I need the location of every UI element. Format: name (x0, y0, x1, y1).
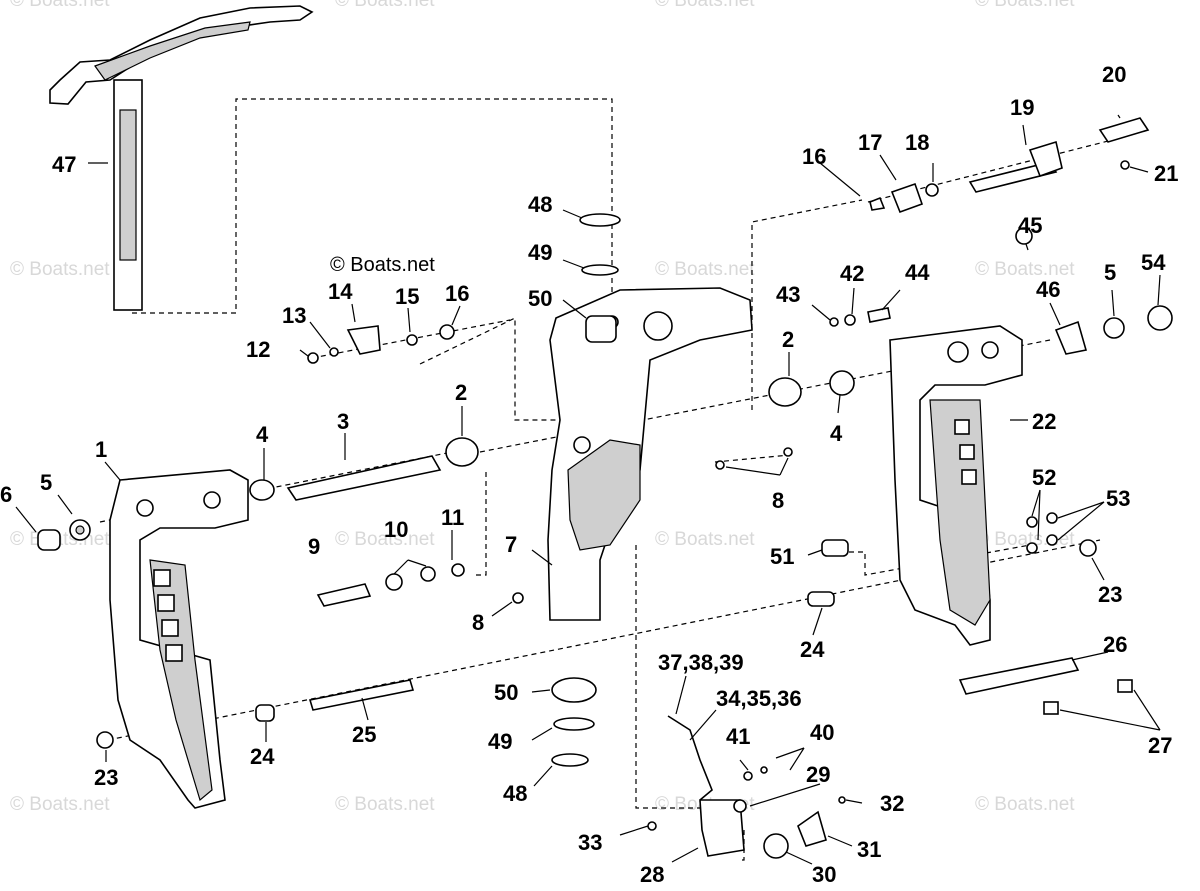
part-47-steering-arm (49, 5, 314, 311)
callout: 4 (830, 421, 843, 446)
callout: 13 (282, 303, 306, 328)
callout: 37,38,39 (658, 650, 744, 675)
callout: 34,35,36 (716, 686, 802, 711)
callout: 32 (880, 791, 904, 816)
callout: 48 (503, 781, 527, 806)
small-parts (37, 117, 1173, 859)
watermark: © Boats.net (655, 259, 755, 280)
watermark: © Boats.net (10, 259, 110, 280)
callout: 31 (857, 837, 881, 862)
callout: 12 (246, 337, 270, 362)
callout: 52 (1032, 465, 1056, 490)
part-7-swivel-bracket (547, 287, 753, 621)
callout: 6 (0, 482, 12, 507)
callout: 15 (395, 284, 419, 309)
callout: 26 (1103, 632, 1127, 657)
callout: 44 (905, 260, 930, 285)
callout: 16 (445, 281, 469, 306)
callout: 50 (528, 286, 552, 311)
callout: 9 (308, 534, 320, 559)
callout: 22 (1032, 409, 1056, 434)
watermark: © Boats.net (975, 259, 1075, 280)
callout: 14 (328, 279, 353, 304)
part-1-bracket (109, 469, 249, 809)
callout: 51 (770, 544, 794, 569)
leader-lines (15, 114, 1161, 865)
callout: 50 (494, 680, 518, 705)
callout: 7 (505, 532, 517, 557)
callout: 53 (1106, 486, 1130, 511)
callout: 45 (1018, 213, 1042, 238)
callout: 3 (337, 409, 349, 434)
callout: 40 (810, 720, 834, 745)
callout: 17 (858, 130, 882, 155)
callout: 10 (384, 517, 408, 542)
watermark: © Boats.net (975, 529, 1075, 550)
callout: 20 (1102, 62, 1126, 87)
callout: 4 (256, 422, 269, 447)
part-22-bracket (889, 325, 1023, 646)
callout: 8 (772, 488, 784, 513)
watermark: © Boats.net (655, 529, 755, 550)
callout: 30 (812, 862, 836, 887)
callout: 23 (94, 765, 118, 790)
callout: 47 (52, 152, 76, 177)
callouts: 47 1 4 3 2 5 6 12 13 14 15 16 9 10 11 7 … (0, 62, 1178, 887)
watermark: © Boats.net (335, 529, 435, 550)
callout: 46 (1036, 277, 1060, 302)
callout: 41 (726, 724, 750, 749)
callout: 43 (776, 282, 800, 307)
callout: 16 (802, 144, 826, 169)
callout: 8 (472, 610, 484, 635)
callout: 24 (250, 744, 275, 769)
callout: 49 (528, 240, 552, 265)
callout: 5 (1104, 260, 1116, 285)
callout: 49 (488, 729, 512, 754)
diagram-credit: © Boats.net (330, 254, 435, 276)
watermark: © Boats.net (975, 0, 1075, 11)
watermark: © Boats.net (10, 794, 110, 815)
callout: 25 (352, 722, 376, 747)
callout: 28 (640, 862, 664, 887)
watermark: © Boats.net (10, 0, 110, 11)
callout: 33 (578, 830, 602, 855)
watermark: © Boats.net (655, 0, 755, 11)
callout: 2 (455, 380, 467, 405)
callout: 11 (441, 505, 464, 530)
callout: 18 (905, 130, 929, 155)
watermark: © Boats.net (975, 794, 1075, 815)
callout: 23 (1098, 582, 1122, 607)
callout: 5 (40, 470, 52, 495)
callout: 24 (800, 637, 825, 662)
callout: 19 (1010, 95, 1034, 120)
callout: 54 (1141, 250, 1166, 275)
watermark: © Boats.net (335, 794, 435, 815)
callout: 21 (1154, 161, 1178, 186)
callout: 1 (95, 437, 107, 462)
callout: 42 (840, 261, 864, 286)
callout: 48 (528, 192, 552, 217)
callout: 27 (1148, 733, 1172, 758)
callout: 2 (782, 327, 794, 352)
watermark: © Boats.net (335, 0, 435, 11)
callout: 29 (806, 762, 830, 787)
